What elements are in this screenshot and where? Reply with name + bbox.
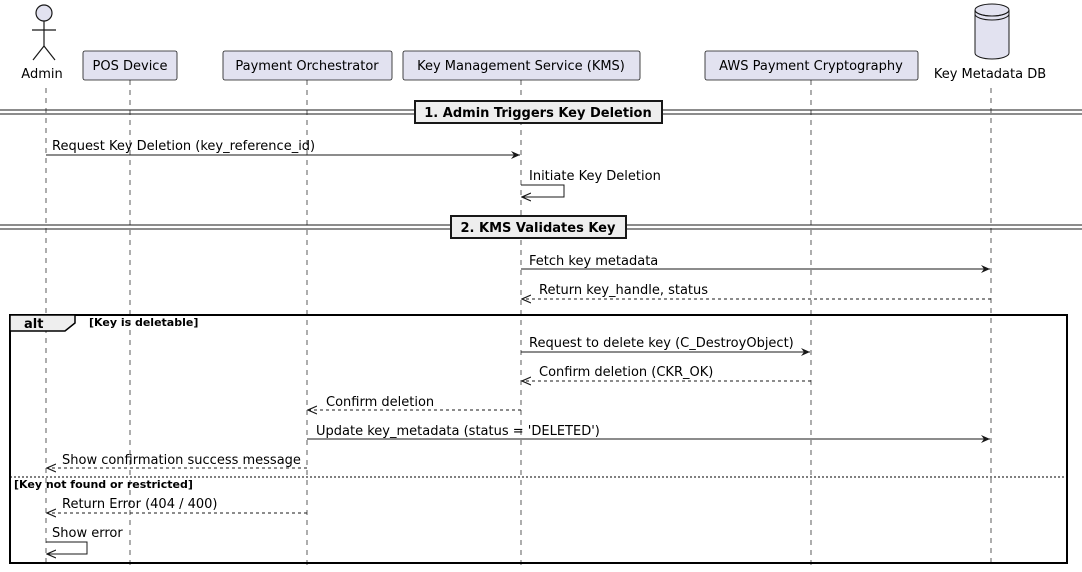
divider-label: 2. KMS Validates Key: [461, 221, 616, 236]
participant-admin: Admin: [21, 4, 63, 82]
participant-kms: Key Management Service (KMS): [402, 50, 641, 81]
alt-fragment: alt [Key is deletable] [Key not found or…: [9, 314, 1068, 564]
participant-key-metadata-db-label: Key Metadata DB: [934, 67, 1046, 82]
message-show-confirmation-success: Show confirmation success message: [47, 453, 307, 468]
message-fetch-key-metadata: Fetch key metadata: [521, 254, 990, 273]
participant-pos-device-label: POS Device: [93, 59, 168, 74]
message-initiate-key-deletion: Initiate Key Deletion: [521, 169, 661, 197]
divider-admin-triggers-key-deletion: 1. Admin Triggers Key Deletion: [0, 100, 1082, 124]
alt-guard-not-found: [Key not found or restricted]: [14, 478, 193, 491]
message-show-error: Show error: [46, 526, 123, 554]
alt-guard-deletable: [Key is deletable]: [89, 316, 198, 329]
participant-key-metadata-db: Key Metadata DB: [934, 3, 1046, 82]
message-label: Confirm deletion: [326, 395, 434, 410]
message-label: Show error: [52, 526, 123, 541]
message-request-delete-key: Request to delete key (C_DestroyObject): [521, 336, 810, 356]
message-label: Initiate Key Deletion: [529, 169, 661, 184]
message-label: Return Error (404 / 400): [62, 497, 218, 512]
participant-admin-label: Admin: [21, 67, 62, 82]
participant-aws-payment-cryptography-label: AWS Payment Cryptography: [719, 59, 903, 74]
message-label: Request Key Deletion (key_reference_id): [52, 139, 315, 154]
database-icon: [974, 3, 1010, 60]
participant-aws-payment-cryptography: AWS Payment Cryptography: [704, 50, 919, 81]
message-label: Fetch key metadata: [529, 254, 658, 269]
message-label: Update key_metadata (status = 'DELETED'): [316, 424, 600, 439]
participant-kms-label: Key Management Service (KMS): [417, 59, 625, 74]
message-confirm-deletion-ckr-ok: Confirm deletion (CKR_OK): [522, 365, 811, 381]
participant-payment-orchestrator: Payment Orchestrator: [222, 50, 393, 81]
message-label: Show confirmation success message: [62, 453, 301, 468]
message-return-error: Return Error (404 / 400): [47, 497, 307, 513]
message-request-key-deletion: Request Key Deletion (key_reference_id): [46, 139, 520, 159]
message-label: Confirm deletion (CKR_OK): [539, 365, 713, 380]
participant-pos-device: POS Device: [82, 50, 178, 81]
divider-kms-validates-key: 2. KMS Validates Key: [0, 215, 1082, 239]
message-label: Request to delete key (C_DestroyObject): [529, 336, 794, 351]
message-label: Return key_handle, status: [539, 283, 708, 298]
lifelines: [45, 80, 992, 568]
actor-icon: [32, 4, 56, 61]
message-update-key-metadata: Update key_metadata (status = 'DELETED'): [307, 424, 990, 443]
participant-payment-orchestrator-label: Payment Orchestrator: [235, 59, 379, 74]
alt-keyword: alt: [24, 317, 43, 332]
divider-label: 1. Admin Triggers Key Deletion: [424, 106, 651, 121]
message-return-key-handle: Return key_handle, status: [522, 283, 991, 299]
message-confirm-deletion: Confirm deletion: [308, 395, 521, 410]
